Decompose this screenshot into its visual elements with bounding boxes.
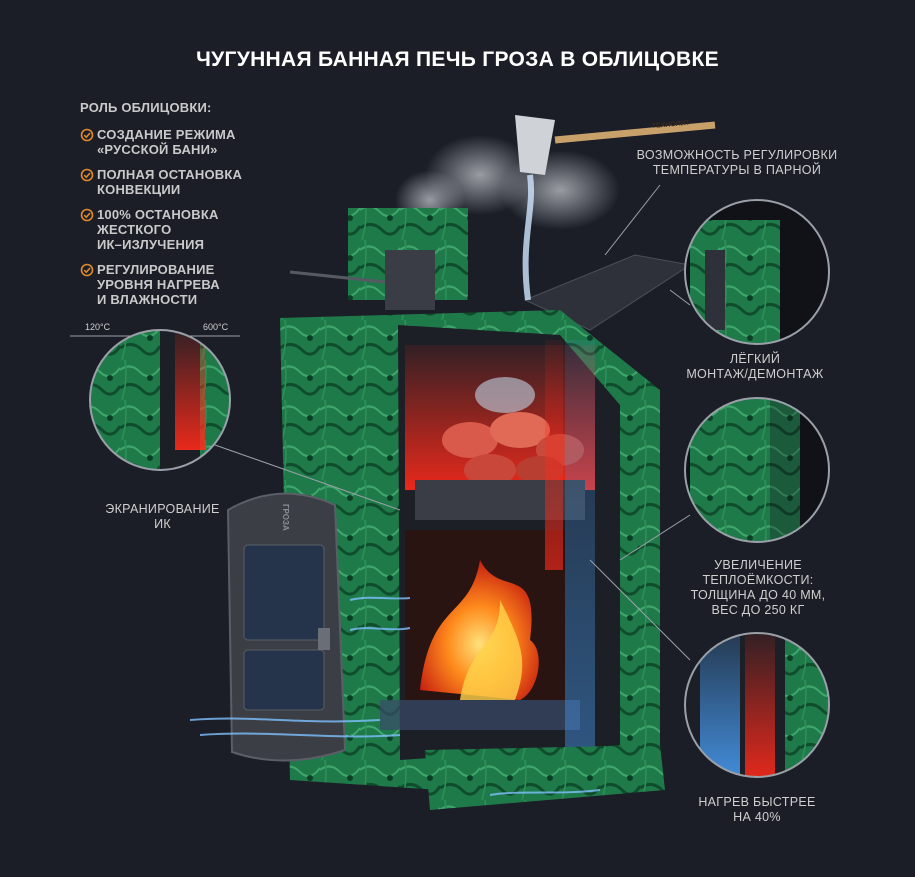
door-brand: ГРОЗА (281, 504, 290, 531)
stone-base (425, 745, 665, 810)
callout-ir-shielding: ЭКРАНИРОВАНИЕ ИК (105, 502, 220, 531)
role-text: 100% ОСТАНОВКА ЖЕСТКОГО ИК–ИЗЛУЧЕНИЯ (97, 207, 219, 252)
temp-inner-label: 600°C (203, 322, 229, 332)
chimney-pipe (385, 250, 435, 310)
check-circle-icon (80, 208, 94, 222)
role-text: ПОЛНАЯ ОСТАНОВКА КОНВЕКЦИИ (97, 167, 243, 197)
detail-circle-mount (684, 199, 830, 345)
check-circle-icon (80, 168, 94, 182)
role-item: СОЗДАНИЕ РЕЖИМА «РУССКОЙ БАНИ» (80, 127, 290, 157)
temp-outer-label: 120°C (85, 322, 111, 332)
role-text: РЕГУЛИРОВАНИЕ УРОВНЯ НАГРЕВА И ВЛАЖНОСТИ (97, 262, 220, 307)
callout-faster-heating: НАГРЕВ БЫСТРЕЕ НА 40% (698, 795, 816, 824)
detail-circle-capacity (684, 397, 830, 543)
air-flow (189, 596, 601, 796)
detail-circle-ir (89, 329, 231, 471)
ladle-handle (554, 121, 716, 144)
check-circle-icon (80, 128, 94, 142)
role-item: РЕГУЛИРОВАНИЕ УРОВНЯ НАГРЕВА И ВЛАЖНОСТИ (80, 262, 290, 307)
ladle-brand: ТЕХНОЛИТ (652, 120, 691, 130)
ash-drawer (380, 700, 580, 730)
cladding-roles: РОЛЬ ОБЛИЦОВКИ: СОЗДАНИЕ РЕЖИМА «РУССКОЙ… (80, 100, 290, 317)
damper-rod (289, 270, 386, 284)
callout-easy-install: ЛЁГКИЙ МОНТАЖ/ДЕМОНТАЖ (686, 352, 824, 381)
convection-channel (565, 340, 595, 760)
callout-lines (70, 184, 691, 661)
detail-circle-heating (684, 632, 830, 778)
role-item: ПОЛНАЯ ОСТАНОВКА КОНВЕКЦИИ (80, 167, 290, 197)
page-title: ЧУГУННАЯ БАННАЯ ПЕЧЬ ГРОЗА В ОБЛИЦОВКЕ (196, 48, 719, 71)
firebox-door (226, 492, 347, 762)
check-circle-icon (80, 263, 94, 277)
roles-heading: РОЛЬ ОБЛИЦОВКИ: (80, 100, 212, 115)
ladle-bowl (515, 115, 555, 175)
role-item: 100% ОСТАНОВКА ЖЕСТКОГО ИК–ИЗЛУЧЕНИЯ (80, 207, 290, 252)
callout-heat-capacity: УВЕЛИЧЕНИЕ ТЕПЛОЁМКОСТИ: ТОЛЩИНА ДО 40 М… (690, 558, 826, 617)
callout-temperature-control: ВОЗМОЖНОСТЬ РЕГУЛИРОВКИ ТЕМПЕРАТУРЫ В ПА… (636, 148, 838, 177)
role-text: СОЗДАНИЕ РЕЖИМА «РУССКОЙ БАНИ» (97, 127, 236, 157)
water-stream (522, 174, 535, 301)
